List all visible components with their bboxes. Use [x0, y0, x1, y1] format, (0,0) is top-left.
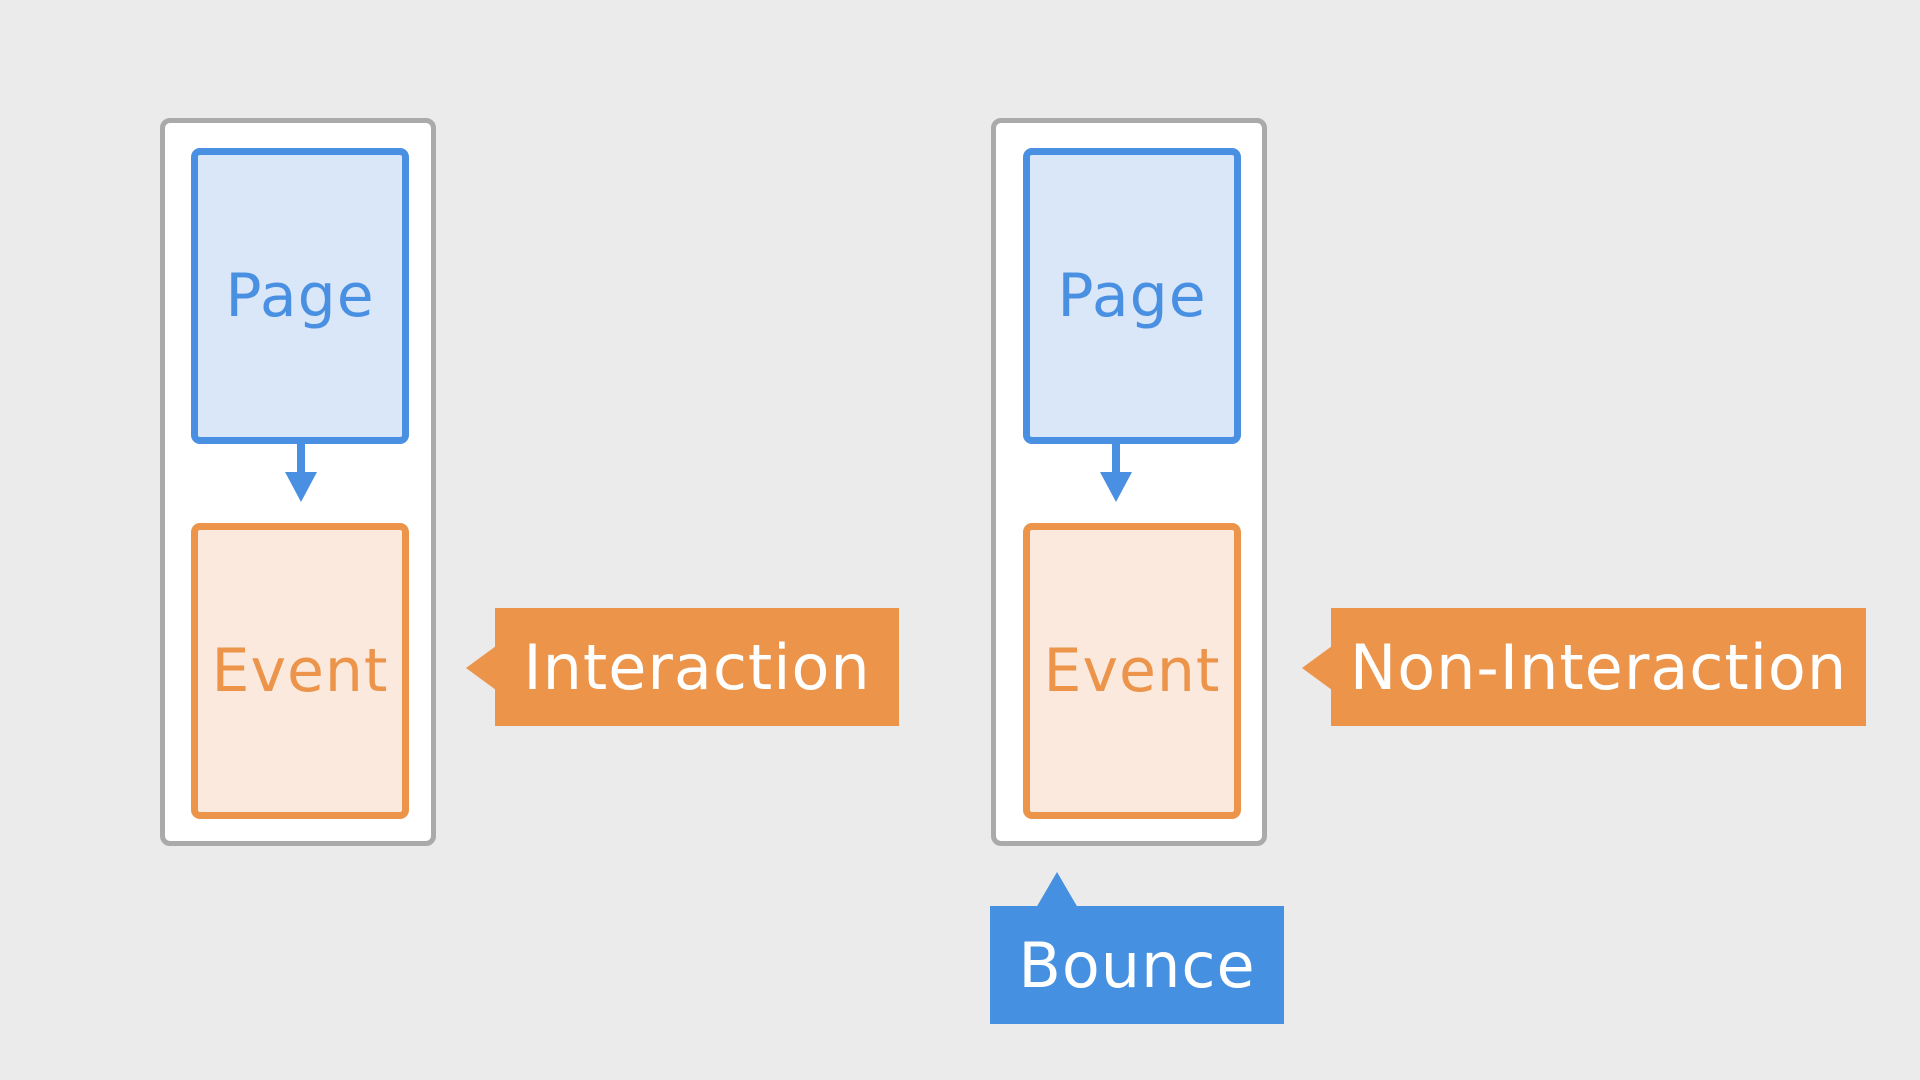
right-page-box: Page — [1023, 148, 1241, 444]
interaction-callout-label: Interaction — [523, 630, 871, 704]
left-callout-pointer — [466, 646, 496, 690]
left-page-to-event-arrow — [285, 444, 317, 502]
right-event-box: Event — [1023, 523, 1241, 819]
right-page-to-event-arrow — [1100, 444, 1132, 502]
bounce-callout-pointer — [1036, 872, 1078, 908]
non-interaction-callout-label: Non-Interaction — [1349, 630, 1848, 704]
right-event-label: Event — [1043, 636, 1221, 706]
interaction-callout: Interaction — [495, 608, 899, 726]
bounce-callout-label: Bounce — [1018, 928, 1256, 1002]
right-page-label: Page — [1057, 261, 1207, 331]
non-interaction-callout: Non-Interaction — [1331, 608, 1866, 726]
bounce-callout: Bounce — [990, 906, 1284, 1024]
left-event-box: Event — [191, 523, 409, 819]
right-callout-pointer — [1302, 646, 1332, 690]
left-event-label: Event — [211, 636, 389, 706]
left-page-label: Page — [225, 261, 375, 331]
left-page-box: Page — [191, 148, 409, 444]
